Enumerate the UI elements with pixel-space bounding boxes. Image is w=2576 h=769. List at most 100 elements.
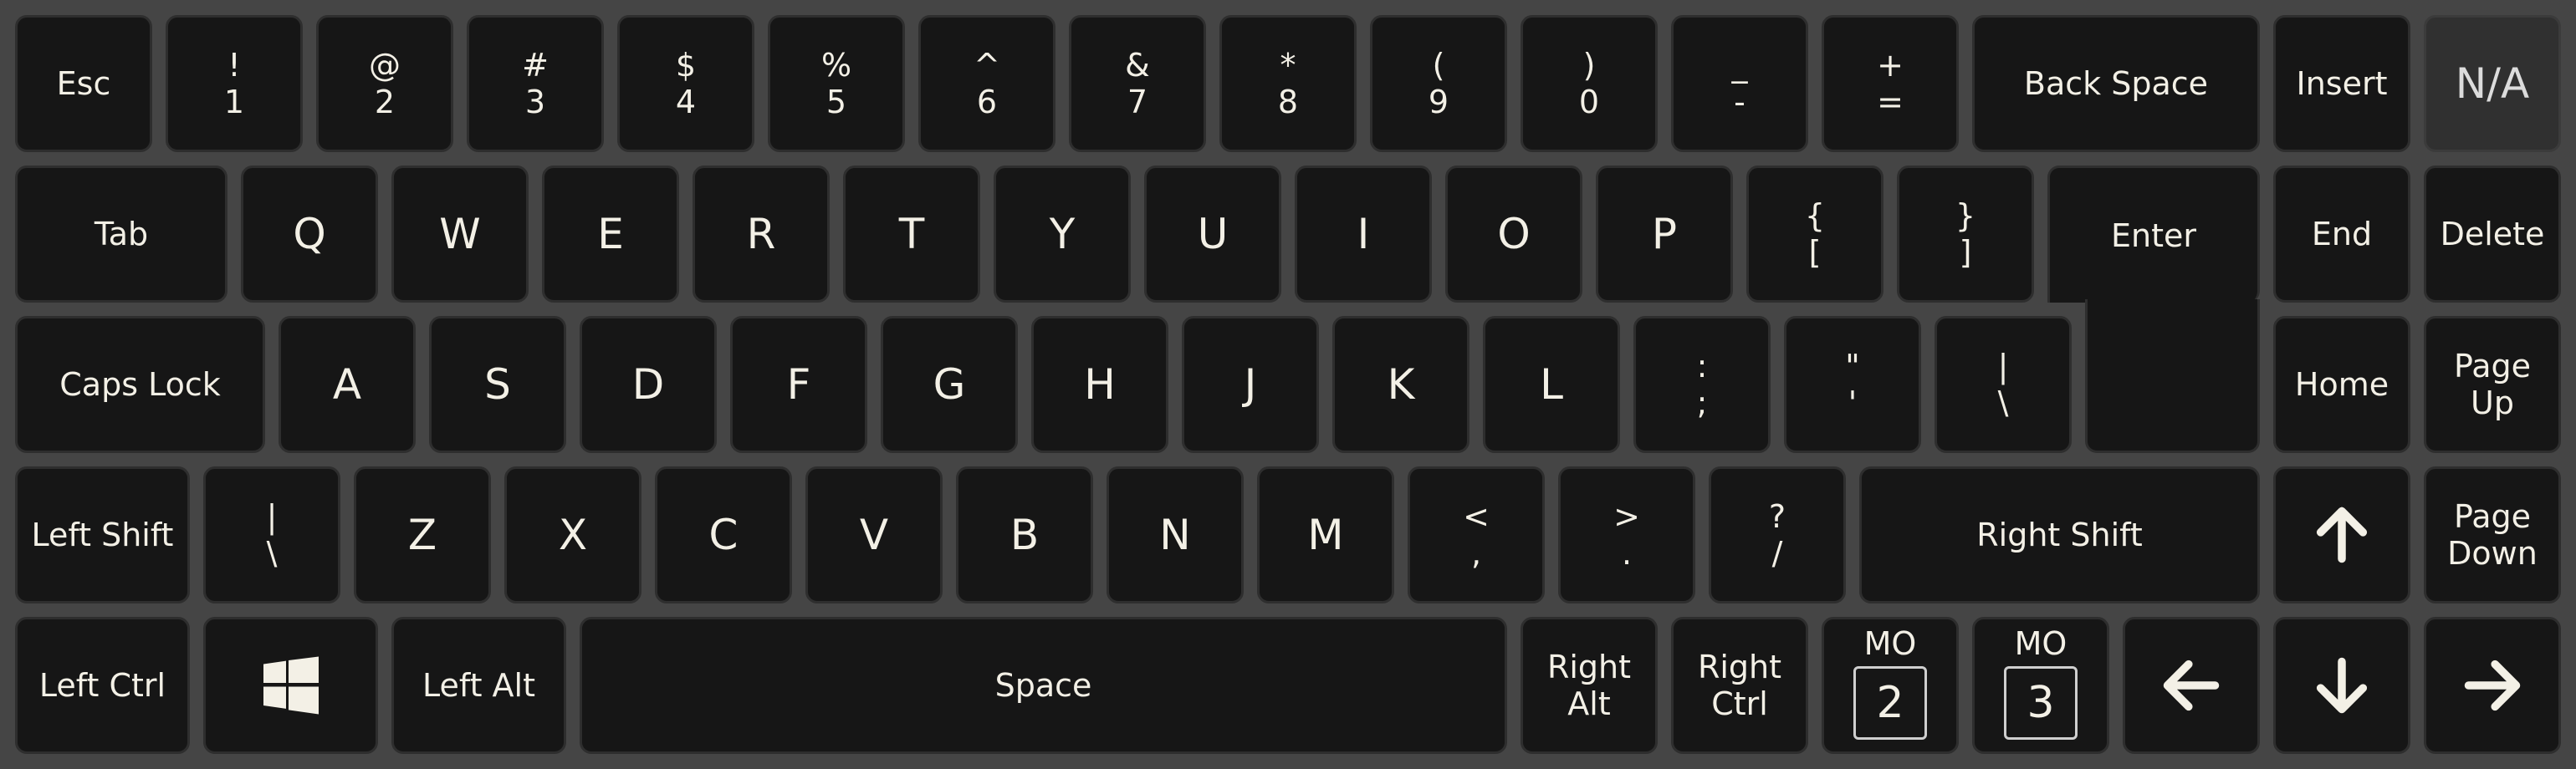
key-left-ctrl[interactable]: Left Ctrl: [15, 617, 190, 754]
key-y[interactable]: Y: [994, 166, 1131, 303]
key-9[interactable]: (9: [1370, 15, 1507, 152]
key-6[interactable]: ^6: [918, 15, 1055, 152]
key-home[interactable]: Home: [2273, 316, 2410, 453]
key-shift-legend: &: [1125, 47, 1150, 84]
key-b[interactable]: B: [956, 466, 1093, 603]
key-u[interactable]: U: [1144, 166, 1281, 303]
key-c[interactable]: C: [655, 466, 792, 603]
key-backspace[interactable]: Back Space: [1972, 15, 2260, 152]
key-5[interactable]: %5: [768, 15, 905, 152]
arrow-right-icon: [2461, 654, 2524, 717]
key-arrow-up[interactable]: [2273, 466, 2410, 603]
key-shift-legend: |: [266, 498, 278, 535]
key-base-legend: 6: [976, 84, 998, 120]
key-v[interactable]: V: [805, 466, 943, 603]
key-equals[interactable]: +=: [1822, 15, 1959, 152]
key-4[interactable]: $4: [617, 15, 754, 152]
key-base-legend: 1: [223, 84, 245, 120]
key-label: V: [859, 511, 889, 559]
key-backslash[interactable]: |\: [1935, 316, 2072, 453]
key-a[interactable]: A: [279, 316, 416, 453]
key-h[interactable]: H: [1031, 316, 1168, 453]
key-label-line1: Page: [2454, 498, 2531, 535]
key-insert[interactable]: Insert: [2273, 15, 2410, 152]
key-arrow-down[interactable]: [2273, 617, 2410, 754]
key-left-alt[interactable]: Left Alt: [391, 617, 566, 754]
key-label: Left Shift: [31, 517, 174, 553]
key-d[interactable]: D: [580, 316, 717, 453]
key-l[interactable]: L: [1483, 316, 1620, 453]
key-x[interactable]: X: [504, 466, 641, 603]
arrow-down-icon: [2310, 654, 2374, 717]
key-g[interactable]: G: [881, 316, 1018, 453]
key-m[interactable]: M: [1257, 466, 1394, 603]
key-space[interactable]: Space: [580, 617, 1507, 754]
key-slash[interactable]: ?/: [1709, 466, 1846, 603]
key-8[interactable]: *8: [1219, 15, 1357, 152]
key-t[interactable]: T: [843, 166, 980, 303]
key-7[interactable]: &7: [1069, 15, 1206, 152]
key-shift-legend: ^: [974, 47, 1000, 84]
key-minus[interactable]: _-: [1671, 15, 1808, 152]
key-semicolon[interactable]: :;: [1633, 316, 1771, 453]
key-caps-lock[interactable]: Caps Lock: [15, 316, 265, 453]
key-quote[interactable]: "': [1784, 316, 1921, 453]
key-arrow-right[interactable]: [2424, 617, 2561, 754]
key-windows[interactable]: [203, 617, 378, 754]
key-1[interactable]: !1: [166, 15, 303, 152]
key-label: M: [1307, 511, 1344, 559]
key-s[interactable]: S: [429, 316, 566, 453]
key-label: P: [1651, 210, 1678, 258]
key-enter[interactable]: Enter: [2047, 166, 2260, 303]
key-left-bracket[interactable]: {[: [1746, 166, 1883, 303]
key-iso-backslash[interactable]: |\: [203, 466, 340, 603]
key-base-legend: 8: [1277, 84, 1299, 120]
key-f[interactable]: F: [730, 316, 867, 453]
key-label: B: [1009, 511, 1040, 559]
key-label: O: [1497, 210, 1531, 258]
key-label: F: [786, 360, 811, 409]
key-esc[interactable]: Esc: [15, 15, 152, 152]
key-end[interactable]: End: [2273, 166, 2410, 303]
key-i[interactable]: I: [1295, 166, 1432, 303]
key-k[interactable]: K: [1332, 316, 1469, 453]
key-e[interactable]: E: [542, 166, 679, 303]
key-z[interactable]: Z: [354, 466, 491, 603]
key-0[interactable]: )0: [1521, 15, 1658, 152]
key-na[interactable]: N/A: [2424, 15, 2561, 152]
key-left-shift[interactable]: Left Shift: [15, 466, 190, 603]
key-right-shift[interactable]: Right Shift: [1859, 466, 2260, 603]
key-o[interactable]: O: [1445, 166, 1582, 303]
key-arrow-left[interactable]: [2123, 617, 2260, 754]
key-tab[interactable]: Tab: [15, 166, 227, 303]
key-label-line2: Ctrl: [1711, 685, 1768, 722]
key-n[interactable]: N: [1107, 466, 1244, 603]
key-2[interactable]: @2: [316, 15, 453, 152]
arrow-up-icon: [2310, 503, 2374, 567]
key-period[interactable]: >.: [1558, 466, 1695, 603]
key-label: T: [898, 210, 925, 258]
key-base-legend: \: [1997, 384, 2009, 421]
key-right-bracket[interactable]: }]: [1897, 166, 2034, 303]
key-label: C: [708, 511, 739, 559]
key-r[interactable]: R: [693, 166, 830, 303]
key-j[interactable]: J: [1182, 316, 1319, 453]
key-w[interactable]: W: [391, 166, 529, 303]
key-q[interactable]: Q: [241, 166, 378, 303]
key-enter-lower[interactable]: [2085, 299, 2260, 453]
key-label: Delete: [2440, 216, 2545, 252]
key-shift-legend: :: [1696, 348, 1708, 384]
key-3[interactable]: #3: [467, 15, 604, 152]
key-shift-legend: |: [1997, 348, 2009, 384]
key-shift-legend: (: [1432, 47, 1445, 84]
key-delete[interactable]: Delete: [2424, 166, 2561, 303]
key-base-legend: 4: [675, 84, 697, 120]
key-comma[interactable]: <,: [1408, 466, 1545, 603]
key-p[interactable]: P: [1596, 166, 1733, 303]
